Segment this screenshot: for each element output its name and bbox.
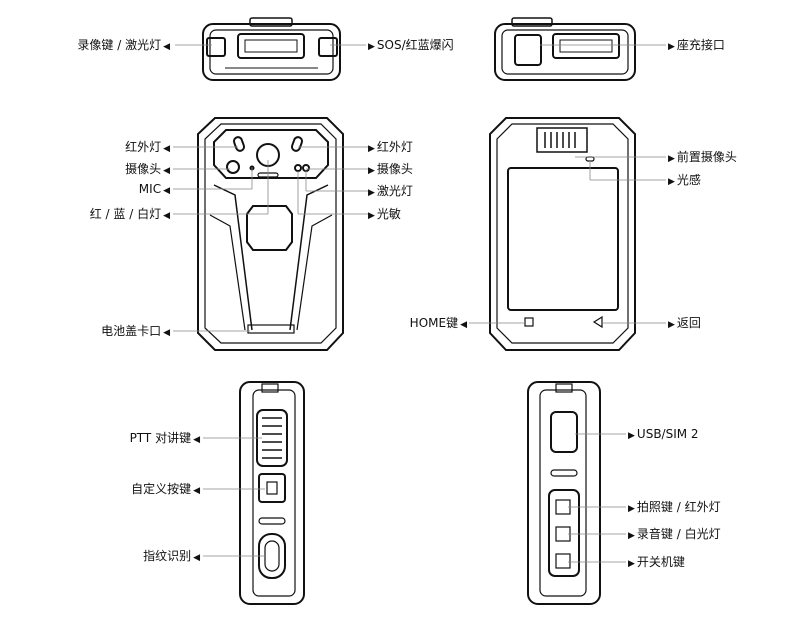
label-text: MIC (138, 182, 162, 196)
label-record-laser: 录像键 / 激光灯◀ (77, 38, 172, 54)
back-view-device (489, 117, 636, 351)
leader-lines (173, 44, 666, 563)
label-text: 电池盖卡口 (101, 324, 162, 338)
label-text: 前置摄像头 (676, 150, 737, 164)
arrow-left-icon: ◀ (163, 328, 170, 338)
label-light-sensor: ▶光感 (666, 173, 701, 189)
arrow-left-icon: ◀ (460, 320, 467, 330)
arrow-right-icon: ▶ (668, 320, 675, 330)
label-text: 红外灯 (125, 140, 162, 154)
label-text: 座充接口 (676, 38, 725, 52)
label-power-key: ▶开关机键 (626, 555, 685, 571)
label-text: 摄像头 (125, 162, 162, 176)
arrow-left-icon: ◀ (193, 435, 200, 445)
arrow-right-icon: ▶ (668, 177, 675, 187)
label-text: 返回 (676, 316, 701, 330)
label-back-key: ▶返回 (666, 316, 701, 332)
arrow-left-icon: ◀ (163, 186, 170, 196)
arrow-left-icon: ◀ (193, 553, 200, 563)
label-text: 录像键 / 激光灯 (77, 38, 162, 52)
label-text: 指纹识别 (143, 549, 192, 563)
arrow-right-icon: ▶ (668, 42, 675, 52)
arrow-left-icon: ◀ (163, 166, 170, 176)
arrow-left-icon: ◀ (193, 486, 200, 496)
label-text: 开关机键 (636, 555, 685, 569)
label-text: 激光灯 (376, 184, 413, 198)
label-audio-key: ▶录音键 / 白光灯 (626, 527, 721, 543)
arrow-right-icon: ▶ (368, 166, 375, 176)
label-text: HOME键 (409, 316, 459, 330)
label-home-key: HOME键◀ (410, 316, 469, 332)
label-front-ir-left: 红外灯◀ (125, 140, 172, 156)
label-photo-key: ▶拍照键 / 红外灯 (626, 500, 721, 516)
arrow-left-icon: ◀ (163, 42, 170, 52)
label-text: 拍照键 / 红外灯 (636, 500, 721, 514)
arrow-left-icon: ◀ (163, 144, 170, 154)
arrow-right-icon: ▶ (368, 144, 375, 154)
label-fingerprint: 指纹识别◀ (143, 549, 202, 565)
label-usb-sim: ▶USB/SIM 2 (626, 427, 699, 443)
label-front-camera: ▶前置摄像头 (666, 150, 737, 166)
label-laser: ▶激光灯 (366, 184, 413, 200)
front-view-device (197, 117, 344, 351)
arrow-right-icon: ▶ (668, 154, 675, 164)
label-rgb-light: 红 / 蓝 / 白灯◀ (90, 207, 172, 223)
arrow-right-icon: ▶ (368, 188, 375, 198)
left-side-device (239, 381, 305, 605)
label-text: 自定义按键 (131, 482, 192, 496)
label-front-camera-right: ▶摄像头 (366, 162, 413, 178)
label-text: 录音键 / 白光灯 (636, 527, 721, 541)
label-front-camera-left: 摄像头◀ (125, 162, 172, 178)
arrow-left-icon: ◀ (163, 211, 170, 221)
label-text: USB/SIM 2 (636, 427, 699, 441)
arrow-right-icon: ▶ (628, 504, 635, 514)
arrow-right-icon: ▶ (368, 211, 375, 221)
arrow-right-icon: ▶ (628, 559, 635, 569)
label-mic: MIC◀ (139, 182, 172, 198)
arrow-right-icon: ▶ (368, 42, 375, 52)
right-side-device (527, 381, 601, 605)
label-ptt: PTT 对讲键◀ (130, 431, 202, 447)
top-view-back-device (494, 17, 636, 81)
label-text: 光敏 (376, 207, 401, 221)
arrow-right-icon: ▶ (628, 531, 635, 541)
label-sos: ▶SOS/红蓝爆闪 (366, 38, 454, 54)
label-text: 红 / 蓝 / 白灯 (89, 207, 162, 221)
label-text: 光感 (676, 173, 701, 187)
label-dock-port: ▶座充接口 (666, 38, 725, 54)
label-text: PTT 对讲键 (129, 431, 192, 445)
arrow-right-icon: ▶ (628, 431, 635, 441)
label-front-ir-right: ▶红外灯 (366, 140, 413, 156)
label-custom-key: 自定义按键◀ (131, 482, 202, 498)
label-text: SOS/红蓝爆闪 (376, 38, 454, 52)
label-battery-latch: 电池盖卡口◀ (101, 324, 172, 340)
label-photosensor: ▶光敏 (366, 207, 401, 223)
label-text: 红外灯 (376, 140, 413, 154)
label-text: 摄像头 (376, 162, 413, 176)
top-view-device (202, 17, 341, 81)
